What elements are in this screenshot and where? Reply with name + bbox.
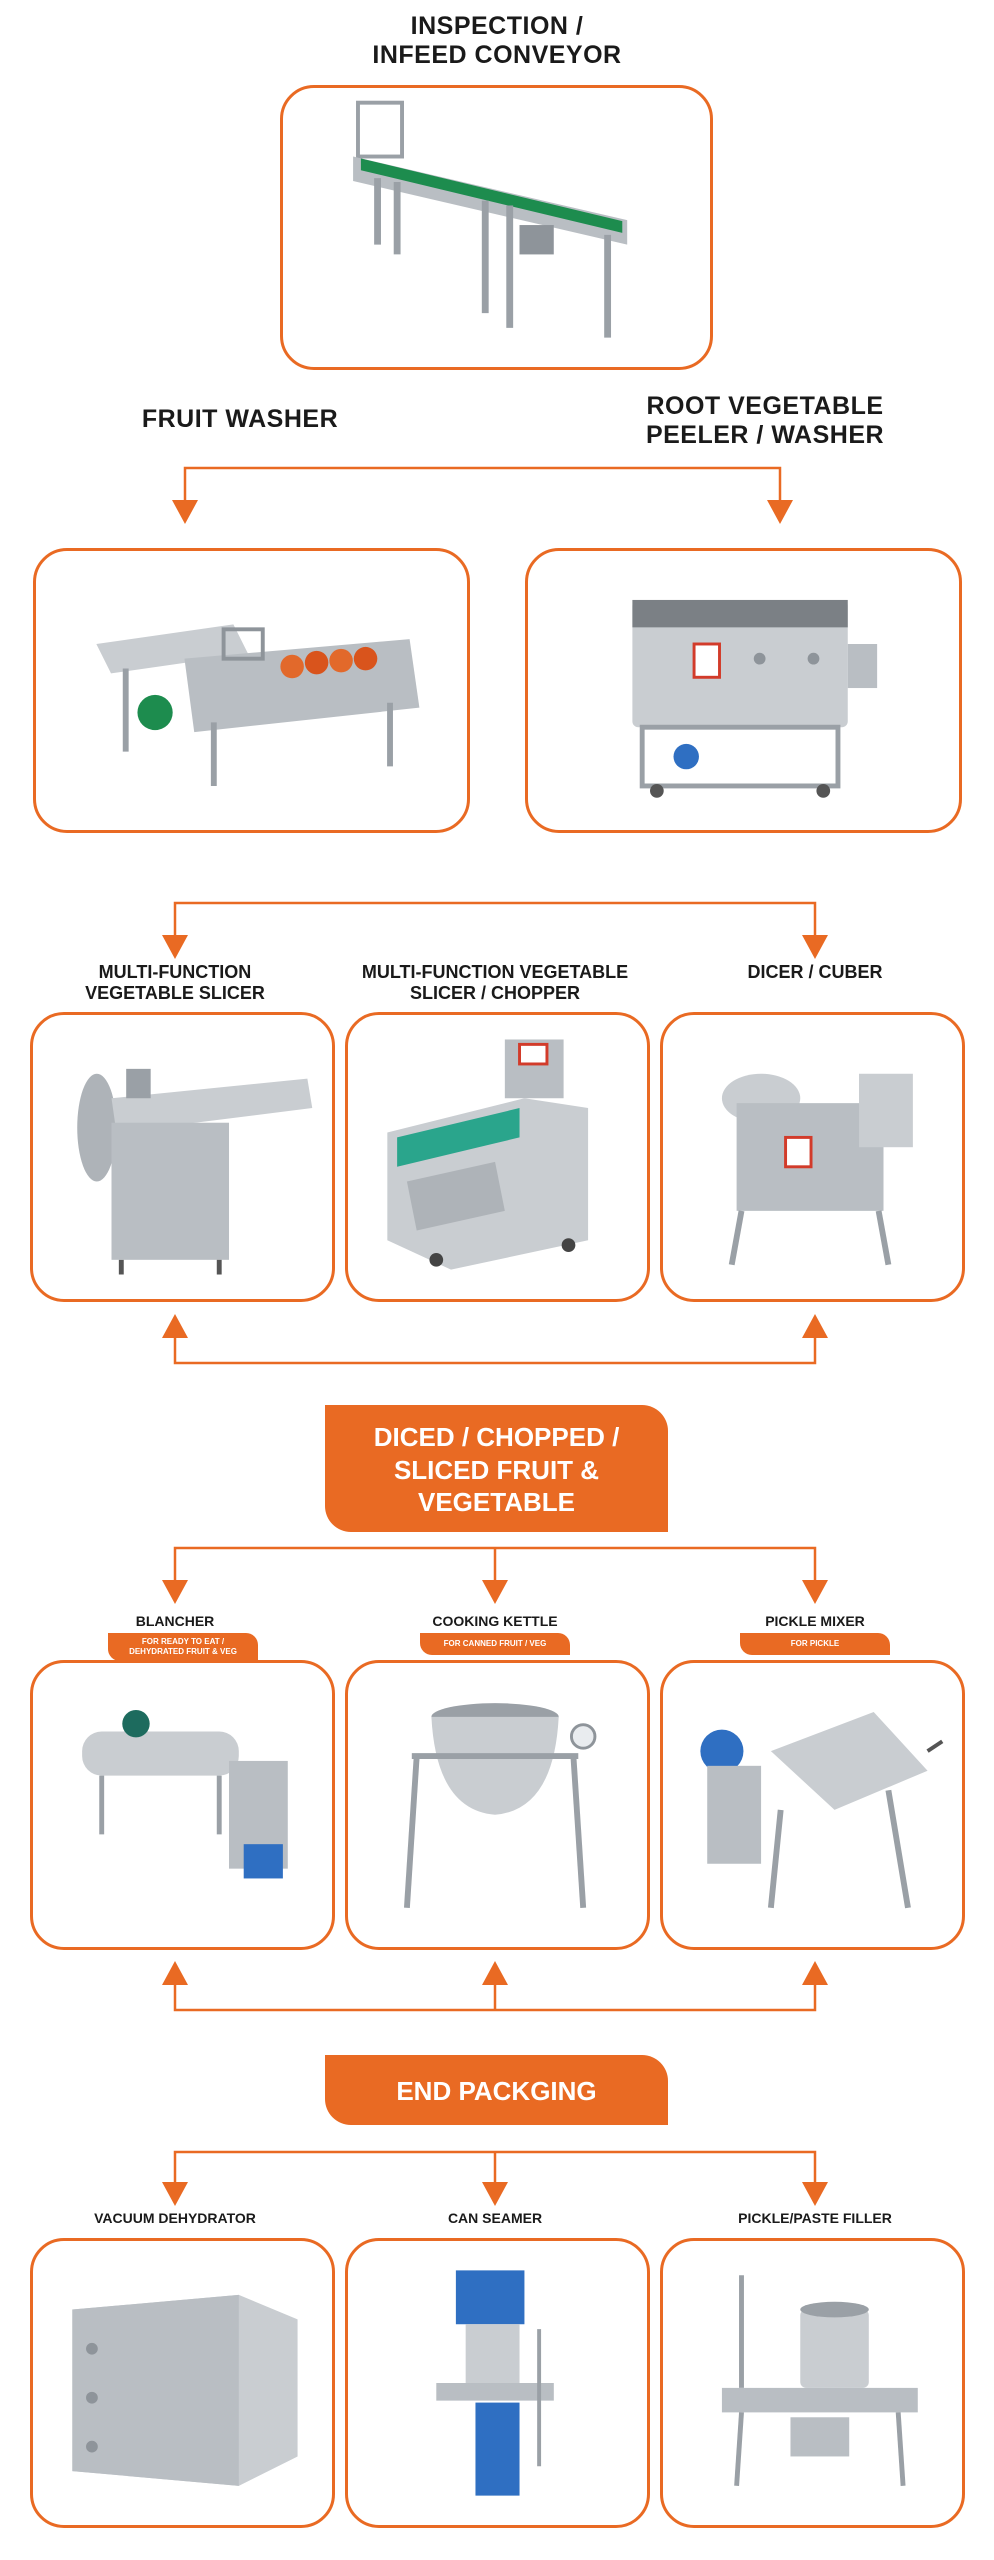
seamer-machine-icon bbox=[436, 2270, 554, 2496]
inspection-conveyor-card[interactable] bbox=[280, 85, 713, 370]
chopper-title: MULTI-FUNCTION VEGETABLE SLICER / CHOPPE… bbox=[330, 962, 660, 1003]
slicer-card[interactable] bbox=[30, 1012, 335, 1302]
root-peeler-card[interactable] bbox=[525, 548, 962, 833]
slicer-machine-icon bbox=[77, 1068, 313, 1275]
fruit-washer-card[interactable] bbox=[33, 548, 470, 833]
pickle-filler-title: PICKLE/PASTE FILLER bbox=[738, 2210, 892, 2226]
arrow-down-dicer bbox=[802, 935, 828, 959]
vacuum-dehydrator-card[interactable] bbox=[30, 2238, 335, 2528]
can-seamer-title: CAN SEAMER bbox=[447, 2210, 543, 2226]
vacuum-dehydrator-title: VACUUM DEHYDRATOR bbox=[94, 2210, 256, 2226]
arrow-down-kettle bbox=[482, 1580, 508, 1604]
inspection-title: INSPECTION / INFEED CONVEYOR bbox=[297, 12, 697, 70]
arrow-down-filler bbox=[802, 2182, 828, 2206]
inspection-title-line2: INFEED CONVEYOR bbox=[372, 40, 622, 69]
can-seamer-card[interactable] bbox=[345, 2238, 650, 2528]
pickle-mixer-tag: FOR PICKLE bbox=[740, 1633, 890, 1655]
diced-stage-label: DICED / CHOPPED / SLICED FRUIT & VEGETAB… bbox=[325, 1405, 668, 1532]
dehydrator-machine-icon bbox=[72, 2294, 298, 2486]
connector-cutters-bottom bbox=[173, 1338, 817, 1365]
arrow-down-vacuum bbox=[162, 2182, 188, 2206]
kettle-tag: FOR CANNED FRUIT / VEG bbox=[420, 1633, 570, 1655]
arrow-down-peeler bbox=[767, 500, 793, 524]
arrow-up-blancher bbox=[162, 1961, 188, 1985]
blancher-tag: FOR READY TO EAT / DEHYDRATED FRUIT & VE… bbox=[108, 1633, 258, 1661]
pickle-mixer-title: PICKLE MIXER bbox=[765, 1613, 865, 1629]
kettle-card[interactable] bbox=[345, 1660, 650, 1950]
fruit-washer-title: FRUIT WASHER bbox=[141, 405, 339, 433]
arrow-down-slicer bbox=[162, 935, 188, 959]
arrow-down-mixer bbox=[802, 1580, 828, 1604]
diced-stage-line2: SLICED FRUIT & bbox=[393, 1454, 600, 1485]
conveyor-machine-icon bbox=[353, 100, 628, 338]
slicer-title-line2: VEGETABLE SLICER bbox=[85, 982, 265, 1003]
chopper-title-line1: MULTI-FUNCTION VEGETABLE bbox=[361, 962, 629, 982]
end-packaging-label: END PACKGING bbox=[325, 2055, 668, 2125]
diced-stage-line1: DICED / CHOPPED / bbox=[373, 1422, 620, 1452]
kettle-machine-icon bbox=[403, 1703, 597, 1909]
dicer-card[interactable] bbox=[660, 1012, 965, 1302]
chopper-title-line2: SLICER / CHOPPER bbox=[409, 982, 581, 1003]
blancher-title: BLANCHER bbox=[135, 1613, 215, 1629]
arrow-down-blancher bbox=[162, 1580, 188, 1604]
washer-machine-icon bbox=[96, 624, 420, 786]
blancher-tag-line2: DEHYDRATED FRUIT & VEG bbox=[129, 1647, 237, 1656]
filler-machine-icon bbox=[721, 2275, 918, 2486]
inspection-title-line1: INSPECTION / bbox=[410, 12, 584, 40]
pickle-mixer-card[interactable] bbox=[660, 1660, 965, 1950]
diced-stage-line3: VEGETABLE bbox=[418, 1487, 575, 1517]
chopper-machine-icon bbox=[387, 1039, 589, 1270]
arrow-up-slicer bbox=[162, 1314, 188, 1338]
slicer-title-line1: MULTI-FUNCTION bbox=[98, 962, 252, 982]
connector-cutters-top bbox=[173, 901, 817, 935]
peeler-machine-icon bbox=[632, 599, 878, 798]
blancher-tag-line1: FOR READY TO EAT / bbox=[141, 1637, 225, 1647]
mixer-machine-icon bbox=[700, 1711, 944, 1909]
arrow-down-washer bbox=[172, 500, 198, 524]
root-peeler-title: ROOT VEGETABLE PEELER / WASHER bbox=[600, 392, 930, 450]
arrow-up-kettle bbox=[482, 1961, 508, 1985]
arrow-up-dicer bbox=[802, 1314, 828, 1338]
dicer-machine-icon bbox=[721, 1073, 913, 1266]
chopper-card[interactable] bbox=[345, 1012, 650, 1302]
pickle-filler-card[interactable] bbox=[660, 2238, 965, 2528]
kettle-title: COOKING KETTLE bbox=[432, 1613, 558, 1629]
dicer-title: DICER / CUBER bbox=[747, 962, 883, 982]
root-peeler-title-line1: ROOT VEGETABLE bbox=[646, 392, 884, 420]
slicer-title: MULTI-FUNCTION VEGETABLE SLICER bbox=[55, 962, 295, 1003]
root-peeler-title-line2: PEELER / WASHER bbox=[645, 420, 885, 449]
arrow-up-mixer bbox=[802, 1961, 828, 1985]
blancher-card[interactable] bbox=[30, 1660, 335, 1950]
blancher-machine-icon bbox=[82, 1710, 288, 1879]
connector-washers bbox=[183, 466, 782, 500]
arrow-down-seamer bbox=[482, 2182, 508, 2206]
